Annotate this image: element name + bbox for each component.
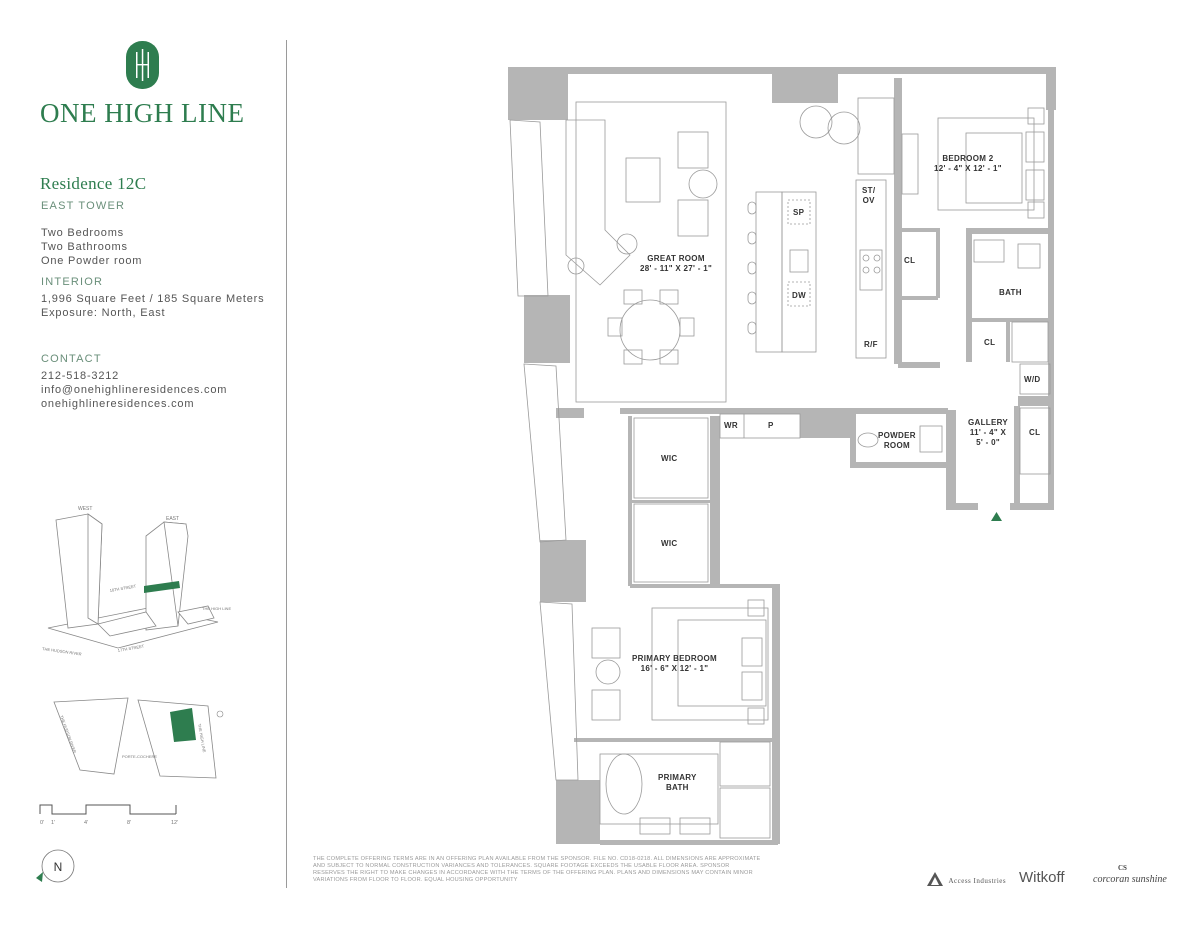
contact-email[interactable]: info@onehighlineresidences.com [41,384,228,396]
contact-heading: CONTACT [41,353,102,365]
west-tower-label: WEST [78,506,92,512]
building-key-plan: WEST EAST 18TH STREET THE HIGH LINE THE … [42,506,232,657]
sidebar: ONE HIGH LINE Residence 12C EAST TOWER T… [0,0,287,927]
brand-name: ONE HIGH LINE [40,98,245,128]
powder-room-line: POWDER [878,431,916,440]
street-label: THE HUDSON RIVER [42,646,82,657]
scale-tick: 8' [127,820,131,826]
street-label: 18TH STREET [109,583,137,593]
interior-heading: INTERIOR [41,276,104,288]
gallery-label: GALLERY 11' - 4" X 5' - 0" [968,418,1008,448]
stove-oven-label: ST/ OV [862,186,875,206]
walk-in-closet-label: WIC [661,539,678,548]
washer-dryer-label: W/D [1024,375,1041,384]
street-label: THE HIGH LINE [202,606,231,611]
scale-tick: 0' [40,820,44,826]
scale-tick: 4' [84,820,88,826]
stove-oven-line: ST/ [862,186,876,195]
feature-item: Two Bedrooms [41,227,124,239]
north-compass-icon: N [36,849,75,883]
entry-arrow-icon [991,512,1002,521]
site-plan: THE HUDSON RIVER PORTE-COCHERE THE HIGH … [53,697,224,779]
great-room-name: GREAT ROOM [647,254,705,263]
primary-bedroom-name: PRIMARY BEDROOM [632,654,717,663]
bedroom2-dims: 12' - 4" X 12' - 1" [934,164,1002,173]
witkoff-logo: Witkoff [1019,869,1065,886]
primary-bath-label: PRIMARY BATH [658,773,697,793]
access-industries-text: Access Industries [948,877,1007,885]
access-industries-icon [927,871,943,886]
wine-room-label: WR [724,421,738,430]
powder-room-label: POWDER ROOM [878,431,916,451]
feature-item: One Powder room [41,255,143,267]
features-list: Two Bedrooms Two Bathrooms One Powder ro… [41,226,142,268]
primary-bedroom-dims: 16' - 6" X 12' - 1" [640,664,709,673]
scale-tick: 1' [51,820,55,826]
corcoran-mark: CS [1118,864,1127,872]
walk-in-closet-label: WIC [661,454,678,463]
area-text: 1,996 Square Feet / 185 Square Meters [41,293,265,305]
stove-oven-line: OV [862,196,875,205]
residence-title: Residence 12C [40,174,147,193]
contact-phone[interactable]: 212-518-3212 [41,370,120,382]
site-label: PORTE-COCHERE [122,754,157,759]
closet-label: CL [984,338,996,347]
sidebar-divider [286,40,287,888]
gallery-dims: 11' - 4" X [969,428,1007,437]
legal-disclaimer: THE COMPLETE OFFERING TERMS ARE IN AN OF… [313,856,761,883]
gallery-dims: 5' - 0" [976,438,1000,447]
logo-mark-icon [126,41,159,89]
dishwasher-label: DW [792,291,806,300]
bedroom2-name: BEDROOM 2 [942,154,994,163]
contact-website[interactable]: onehighlineresidences.com [41,398,195,410]
closet-label: CL [1029,428,1041,437]
primary-bedroom-label: PRIMARY BEDROOM 16' - 6" X 12' - 1" [632,654,717,674]
bath-label: BATH [999,288,1022,297]
site-label: THE HIGH LINE [197,723,207,753]
bedroom2-label: BEDROOM 2 12' - 4" X 12' - 1" [934,154,1002,174]
scale-bar: 0' 1' 4' 8' 12' [39,804,178,826]
great-room-label: GREAT ROOM 28' - 11" X 27' - 1" [640,254,712,274]
closet-label: CL [904,256,916,265]
refrigerator-label: R/F [864,340,878,349]
contact-info: 212-518-3212 info@onehighlineresidences.… [41,369,227,411]
primary-bath-line: BATH [665,783,689,792]
feature-item: Two Bathrooms [41,241,128,253]
gallery-name: GALLERY [968,418,1009,427]
interior-info: 1,996 Square Feet / 185 Square Meters Ex… [41,292,264,320]
primary-bath-line: PRIMARY [658,773,697,782]
compass-label: N [54,860,63,874]
sink-prep-label: SP [793,208,805,217]
street-label: 17TH STREET [117,643,145,653]
powder-room-line: ROOM [883,441,910,450]
tower-label: EAST TOWER [41,200,126,212]
walls [508,67,1056,845]
scale-tick: 12' [171,820,178,826]
access-industries-logo: Access Industries [926,870,1006,888]
corcoran-sunshine-logo: corcoran sunshine [1093,874,1167,885]
east-tower-label: EAST [166,516,179,522]
fixtures [509,97,1051,839]
exposure-text: Exposure: North, East [41,307,166,319]
pantry-label: P [768,421,774,430]
great-room-dims: 28' - 11" X 27' - 1" [640,264,713,273]
